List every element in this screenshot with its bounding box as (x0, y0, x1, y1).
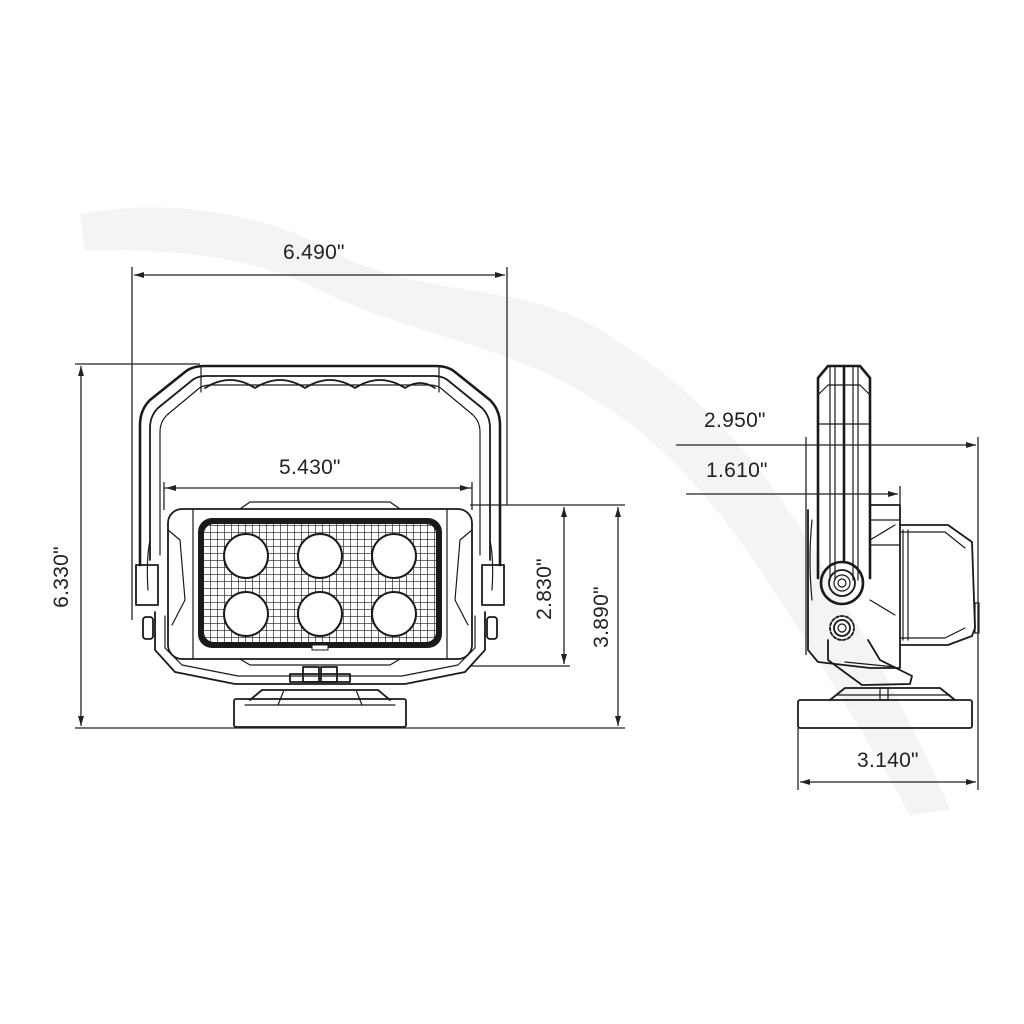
dim-overall-depth-label: 2.950" (704, 409, 766, 432)
dim-handle-depth-label: 1.610" (706, 459, 768, 482)
dim-housing-height-label: 2.830" (533, 558, 556, 620)
front-view (135, 364, 505, 728)
side-dimensions (676, 437, 979, 790)
dim-base-to-top-label: 3.890" (590, 586, 613, 648)
side-view (797, 364, 980, 729)
watermark (80, 207, 950, 816)
dim-overall-height-label: 6.330" (50, 546, 73, 608)
led-array (223, 533, 417, 637)
front-dimensions (75, 267, 625, 729)
dim-housing-width-label: 5.430" (279, 456, 341, 479)
dim-overall-width-label: 6.490" (283, 241, 345, 264)
dim-base-depth-label: 3.140" (857, 749, 919, 772)
